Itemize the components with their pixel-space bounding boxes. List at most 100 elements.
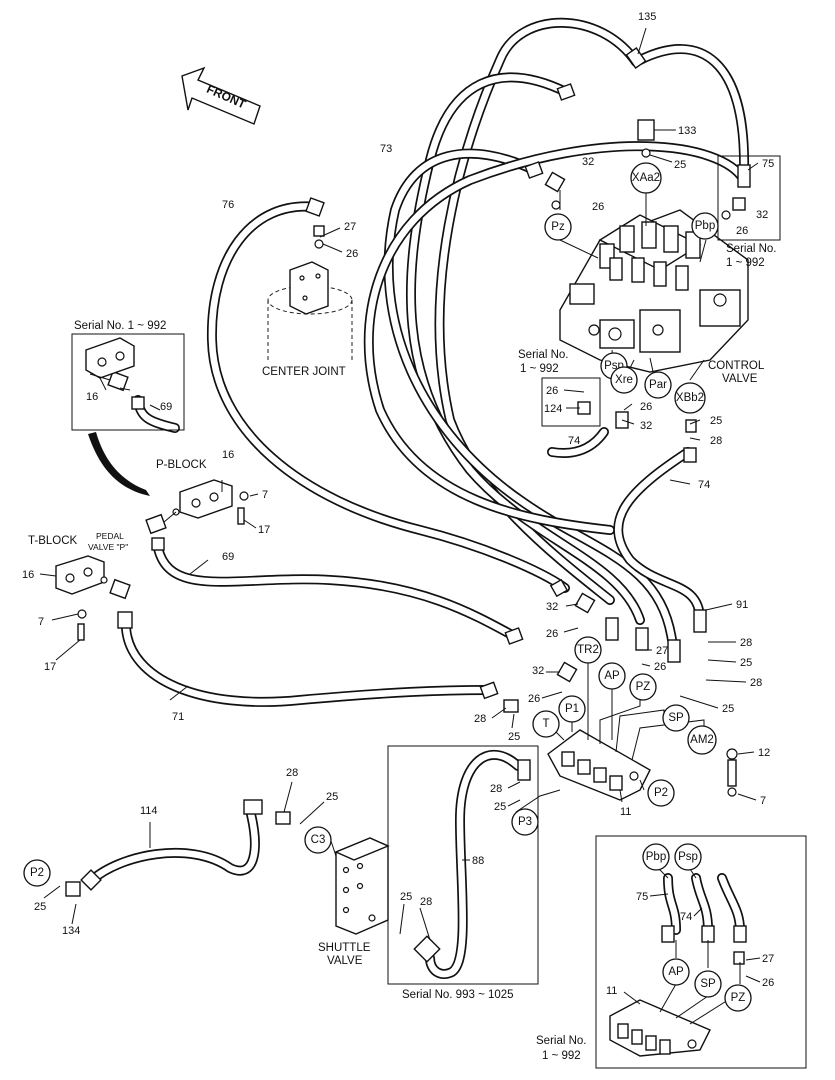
callout-26-e: 26: [640, 401, 652, 413]
callout-26-g: 26: [654, 661, 666, 673]
callout-74-c: 74: [680, 911, 692, 923]
callout-25-g: 25: [400, 891, 412, 903]
label-t-block: T-BLOCK: [28, 535, 78, 547]
label-center-joint: CENTER JOINT: [262, 366, 346, 378]
callout-11-b: 11: [606, 985, 617, 997]
callout-28-c: 28: [750, 677, 762, 689]
callout-32-e: 32: [532, 665, 544, 677]
callout-73: 73: [380, 143, 392, 155]
t-block: [55, 555, 108, 641]
callout-25-d: 25: [722, 703, 734, 715]
callout-91: 91: [736, 599, 748, 611]
frame-serial-right: [717, 155, 781, 241]
port-ap: AP: [604, 670, 620, 682]
label-serial-bottom-1: Serial No.: [536, 1035, 587, 1047]
callout-114: 114: [140, 805, 158, 817]
frame-serial-cv: [541, 377, 601, 427]
label-serial-top-left: Serial No. 1 ~ 992: [74, 320, 166, 332]
callout-25-e: 25: [508, 731, 520, 743]
port-sp-inset: SP: [700, 978, 716, 990]
callout-25-f: 25: [494, 801, 506, 813]
inset-manifold: [609, 999, 711, 1057]
callout-32-c: 32: [640, 420, 652, 432]
callout-74-a: 74: [568, 435, 580, 447]
label-serial-cv-2: 1 ~ 992: [520, 363, 559, 375]
callout-25-a: 25: [674, 159, 686, 171]
text-labels: CENTER JOINT CONTROL VALVE P-BLOCK T-BLO…: [28, 243, 777, 1062]
callout-74-b: 74: [698, 479, 710, 491]
port-t: T: [542, 718, 549, 730]
port-pbp-top: Pbp: [695, 220, 715, 232]
port-xbb2: XBb2: [676, 392, 704, 404]
callout-16-b: 16: [222, 449, 234, 461]
callout-26-c: 26: [346, 248, 358, 260]
callout-27-a: 27: [344, 221, 356, 233]
manifold-block-11: [547, 729, 738, 801]
frame-serial-middle: [387, 745, 539, 985]
frame-serial-bottom: [595, 835, 807, 1069]
callout-26-f: 26: [546, 628, 558, 640]
callout-76: 76: [222, 199, 234, 211]
port-sp: SP: [668, 712, 684, 724]
callout-27-b: 27: [656, 645, 668, 657]
port-c3: C3: [311, 834, 326, 846]
callout-16-a: 16: [86, 391, 98, 403]
label-pedal-valve-2: VALVE "P": [88, 542, 128, 552]
port-tr2: TR2: [577, 644, 599, 656]
callout-75: 75: [762, 158, 774, 170]
p-block: [172, 479, 249, 525]
callout-7-b: 7: [38, 616, 44, 628]
callout-32-b: 32: [582, 156, 594, 168]
port-am2: AM2: [690, 734, 714, 746]
port-pz-top: Pz: [551, 221, 565, 233]
callout-27-c: 27: [762, 953, 774, 965]
port-pz-mid: PZ: [636, 681, 651, 693]
port-psp-inset: Psp: [678, 851, 698, 863]
callout-32-d: 32: [546, 601, 558, 613]
callout-7-c: 7: [760, 795, 766, 807]
label-serial-right-2: 1 ~ 992: [726, 257, 765, 269]
callout-17-b: 17: [44, 661, 56, 673]
callout-26-h: 26: [528, 693, 540, 705]
callout-7-a: 7: [262, 489, 268, 501]
callout-26-b: 26: [592, 201, 604, 213]
label-serial-cv-1: Serial No.: [518, 349, 569, 361]
shuttle-valve: [334, 837, 390, 935]
port-xaa2: XAa2: [632, 172, 660, 184]
control-valve-body: [559, 209, 749, 373]
callout-26-d: 26: [546, 385, 558, 397]
port-markers: XAa2 Pz Pbp Psp Xre Par XBb2 TR2 AP PZ P…: [23, 162, 752, 1012]
callout-134: 134: [62, 925, 80, 937]
callout-88: 88: [472, 855, 484, 867]
label-pedal-valve-1: PEDAL: [96, 531, 124, 541]
callout-71: 71: [172, 711, 184, 723]
callout-17-a: 17: [258, 524, 270, 536]
callout-69-a: 69: [160, 401, 172, 413]
frame-serial-top-left: [71, 333, 185, 431]
leader-lines: [39, 27, 761, 1025]
label-serial-right-1: Serial No.: [726, 243, 777, 255]
label-shuttle-valve-1: SHUTTLE: [318, 942, 371, 954]
callout-28-e: 28: [490, 783, 502, 795]
port-par: Par: [649, 379, 667, 391]
callout-32-a: 32: [756, 209, 768, 221]
label-control-valve-2: VALVE: [722, 373, 758, 385]
callout-28-g: 28: [286, 767, 298, 779]
callout-28-a: 28: [710, 435, 722, 447]
callout-135: 135: [638, 11, 656, 23]
port-xre: Xre: [615, 374, 633, 386]
fittings: [65, 47, 751, 965]
port-p1: P1: [565, 703, 579, 715]
callout-16-c: 16: [22, 569, 34, 581]
port-ap-inset: AP: [668, 966, 684, 978]
inset-block: [85, 337, 135, 379]
swoop-arrow: [88, 432, 150, 496]
label-serial-bottom-2: 1 ~ 992: [542, 1050, 581, 1062]
label-shuttle-valve-2: VALVE: [327, 955, 363, 967]
callout-12: 12: [758, 747, 770, 759]
callout-26-a: 26: [736, 225, 748, 237]
callout-28-b: 28: [740, 637, 752, 649]
callout-133: 133: [678, 125, 696, 137]
front-arrow: FRONT: [181, 66, 261, 125]
callout-75-b: 75: [636, 891, 648, 903]
